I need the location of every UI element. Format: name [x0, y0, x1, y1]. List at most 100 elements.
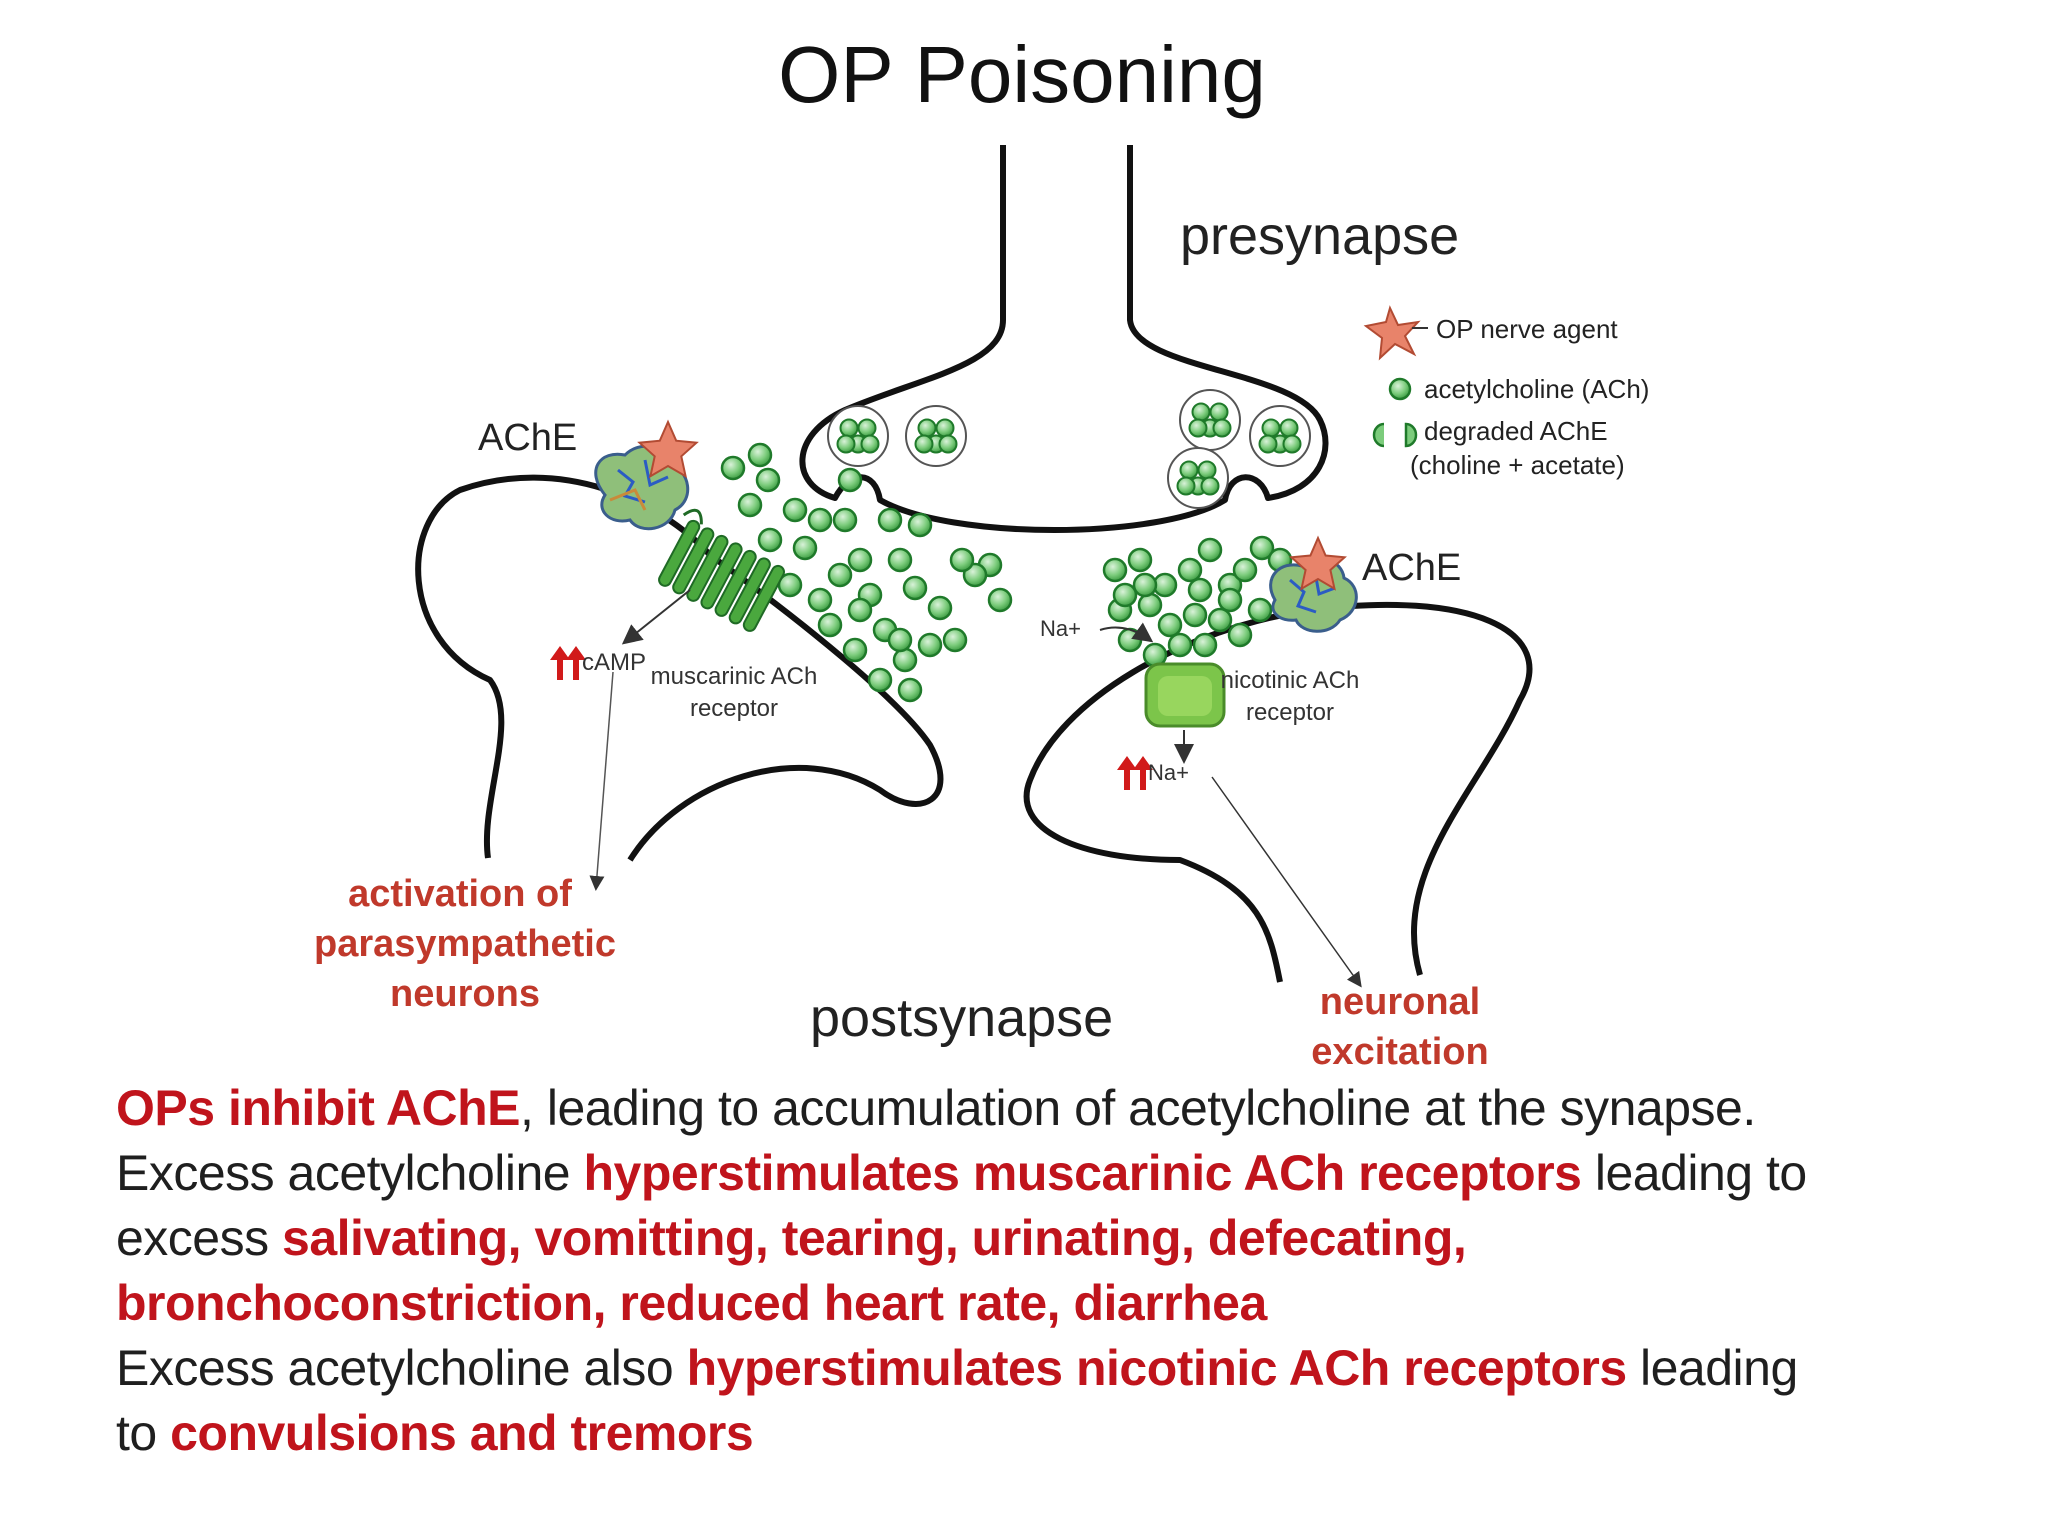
outcome-left-3: neurons — [390, 973, 540, 1015]
op-nerve-agents — [637, 419, 1347, 591]
acetylcholine-molecule — [737, 492, 763, 518]
caption-line-4: bronchoconstriction, reduced heart rate,… — [116, 1271, 1996, 1336]
acetylcholine-molecule — [1191, 402, 1211, 422]
acetylcholine-molecule — [1249, 535, 1275, 561]
acetylcholine-molecule — [1127, 547, 1153, 573]
outcome-left-1: activation of — [348, 873, 572, 915]
caption-highlight: hyperstimulates muscarinic ACh receptors — [583, 1145, 1582, 1201]
acetylcholine-molecule — [1176, 476, 1196, 496]
acetylcholine-molecule — [1258, 434, 1278, 454]
caption-text: , leading to accumulation of acetylcholi… — [520, 1080, 1756, 1136]
acetylcholine-molecule — [857, 418, 877, 438]
na-in-label: Na+ — [1040, 616, 1081, 641]
acetylcholine-molecule — [1188, 418, 1208, 438]
acetylcholine-molecule — [1152, 572, 1178, 598]
acetylcholine-molecule — [1197, 460, 1217, 480]
camp-arrow — [621, 589, 691, 645]
caption-text: excess — [116, 1210, 283, 1266]
caption-line-6: to convulsions and tremors — [116, 1401, 1996, 1466]
acetylcholine-molecule — [839, 418, 859, 438]
acetylcholine-molecule — [1227, 622, 1253, 648]
acetylcholine-molecule — [1102, 557, 1128, 583]
acetylcholine-molecule — [897, 677, 923, 703]
acetylcholine-molecule — [902, 575, 928, 601]
op-agent-star — [1289, 535, 1347, 591]
camp-increase-arrows — [550, 646, 586, 680]
legend-degraded-icon — [1372, 422, 1418, 448]
nicotinic-label-2: receptor — [1246, 699, 1334, 726]
acetylcholine-molecule — [1232, 557, 1258, 583]
acetylcholine-molecule — [1157, 612, 1183, 638]
legend-degraded-2: (choline + acetate) — [1410, 450, 1625, 480]
legend-degraded-1: degraded AChE — [1424, 416, 1608, 446]
acetylcholine-molecule — [1179, 460, 1199, 480]
muscarinic-receptor — [658, 508, 785, 632]
acetylcholine-molecule — [1182, 602, 1208, 628]
op-agent-star — [637, 419, 699, 479]
acetylcholine-molecule — [917, 632, 943, 658]
page-title: OP Poisoning — [778, 30, 1266, 119]
nicotinic-label-1: nicotinic ACh — [1221, 667, 1360, 694]
legend-ach-icon — [1388, 377, 1412, 401]
acetylcholine-molecule — [867, 667, 893, 693]
legend-ach: acetylcholine (ACh) — [1424, 374, 1649, 404]
acetylcholine-molecule — [832, 507, 858, 533]
acetylcholine-molecule — [942, 627, 968, 653]
acetylcholine-molecule — [1167, 632, 1193, 658]
acetylcholine-molecule — [914, 434, 934, 454]
acetylcholine-molecule — [1177, 557, 1203, 583]
acetylcholine-molecule — [1192, 632, 1218, 658]
caption-highlight: salivating, vomitting, tearing, urinatin… — [282, 1210, 1467, 1266]
postsynapse-label: postsynapse — [810, 988, 1113, 1048]
acetylcholine-molecule — [827, 562, 853, 588]
presynapse-membrane — [799, 145, 1329, 533]
acetylcholine-molecule — [887, 627, 913, 653]
acetylcholine-molecule — [1187, 577, 1213, 603]
acetylcholine-molecule — [1217, 587, 1243, 613]
acetylcholine-molecule — [782, 497, 808, 523]
camp-label: cAMP — [582, 649, 646, 676]
outcome-right-1: neuronal — [1320, 981, 1480, 1023]
caption-text: leading — [1626, 1340, 1798, 1396]
caption-text: to — [116, 1405, 171, 1461]
outcome-left-2: parasympathetic — [314, 923, 616, 965]
acetylcholine-molecule — [1112, 582, 1138, 608]
acetylcholine-molecule — [907, 512, 933, 538]
acetylcholine-molecule — [1207, 607, 1233, 633]
caption-line-2: Excess acetylcholine hyperstimulates mus… — [116, 1141, 1996, 1206]
acetylcholine-molecule — [720, 455, 746, 481]
acetylcholine-molecule — [1212, 418, 1232, 438]
na-increase-arrows — [1117, 756, 1153, 790]
acetylcholine-molecule — [877, 507, 903, 533]
acetylcholine-molecule — [1197, 537, 1223, 563]
acetylcholine-molecule — [807, 507, 833, 533]
acetylcholine-molecule — [1200, 476, 1220, 496]
outcome-right-2: excitation — [1311, 1031, 1488, 1073]
vesicles — [827, 389, 1311, 509]
legend: OP nerve agent acetylcholine (ACh) degra… — [1363, 305, 1649, 480]
excitation-arrow — [1211, 776, 1362, 988]
ache-enzyme-right — [1269, 557, 1358, 633]
acetylcholine-molecule — [792, 535, 818, 561]
caption-line-3: excess salivating, vomitting, tearing, u… — [116, 1206, 1996, 1271]
acetylcholine-molecule — [847, 547, 873, 573]
legend-op-agent: OP nerve agent — [1436, 314, 1618, 344]
acetylcholine-molecule — [842, 637, 868, 663]
muscarinic-label-1: muscarinic ACh — [651, 663, 818, 690]
acetylcholine-molecule — [1282, 434, 1302, 454]
acetylcholine-molecule — [1247, 597, 1273, 623]
na-out-label: Na+ — [1148, 760, 1189, 785]
acetylcholine-molecule — [987, 587, 1013, 613]
acetylcholine-molecule — [938, 434, 958, 454]
caption-highlight: bronchoconstriction, reduced heart rate,… — [116, 1275, 1267, 1331]
acetylcholine-molecule — [777, 572, 803, 598]
acetylcholine-molecule — [807, 587, 833, 613]
acetylcholine-molecule — [860, 434, 880, 454]
acetylcholine-molecule — [747, 442, 773, 468]
caption-line-5: Excess acetylcholine also hyperstimulate… — [116, 1336, 1996, 1401]
legend-op-agent-icon — [1363, 305, 1428, 361]
acetylcholine-cloud — [720, 442, 1293, 703]
acetylcholine-molecule — [755, 467, 781, 493]
acetylcholine-molecule — [1279, 418, 1299, 438]
acetylcholine-molecule — [847, 597, 873, 623]
